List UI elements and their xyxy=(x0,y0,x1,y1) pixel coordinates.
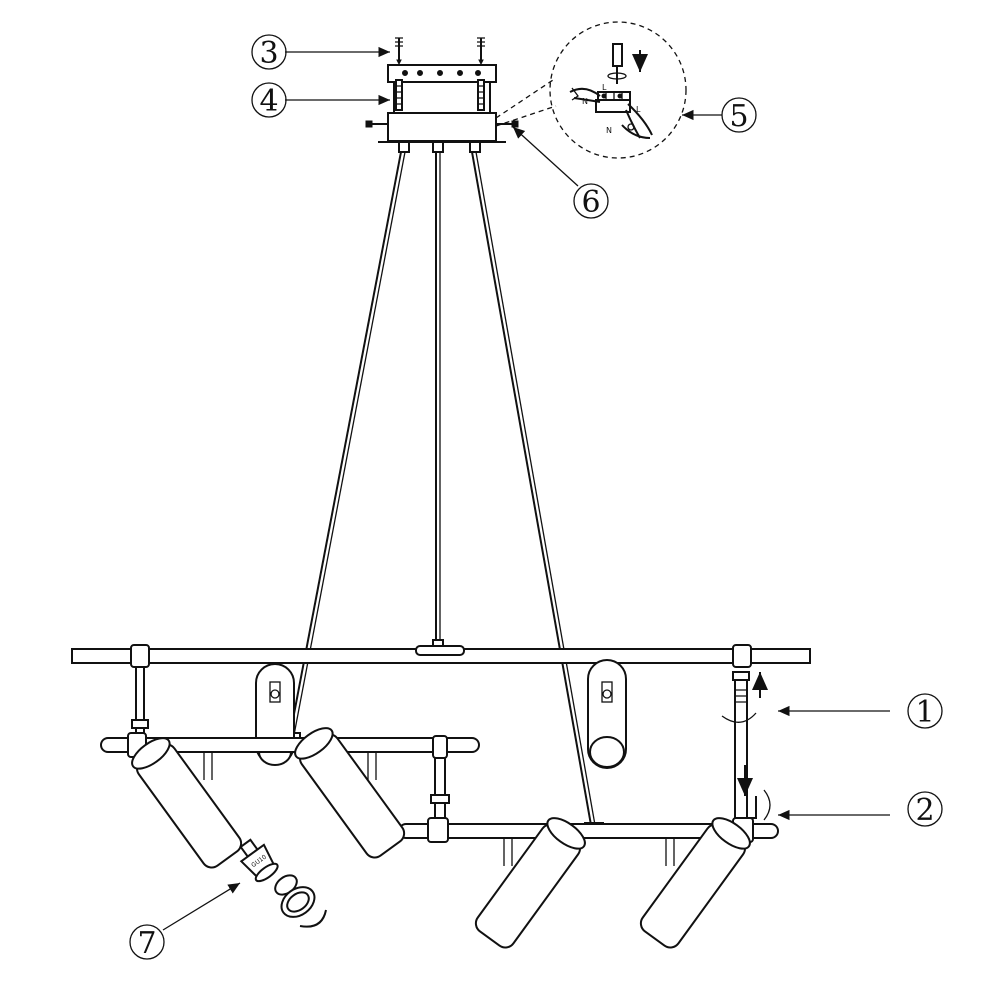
rotate-icon xyxy=(721,712,757,723)
callout-label: 7 xyxy=(137,926,156,961)
rotate-icon xyxy=(607,72,627,80)
terminal-label: N xyxy=(606,126,612,135)
wall-plug-icon xyxy=(395,79,485,111)
callout-label: 3 xyxy=(259,36,278,71)
callout-label: 2 xyxy=(915,793,934,828)
callout-label: 5 xyxy=(729,99,748,134)
spotlight-icon xyxy=(294,727,406,859)
callout-3: 3 xyxy=(251,34,390,71)
rotate-icon xyxy=(763,789,771,821)
callout-6: 6 xyxy=(512,126,609,220)
spotlight-icon xyxy=(131,737,243,869)
screwdriver-icon xyxy=(612,43,623,67)
spotlight-icon xyxy=(474,817,586,949)
callout-7: 7 xyxy=(129,882,241,961)
screw-icon xyxy=(395,37,403,66)
callout-1: 1 xyxy=(778,693,943,730)
callout-label: 4 xyxy=(259,84,278,119)
screw-icon xyxy=(477,37,485,66)
terminal-label: L xyxy=(636,105,641,114)
callout-2: 2 xyxy=(778,791,943,828)
spotlight-icon xyxy=(639,817,751,949)
bottom-rail xyxy=(398,817,779,866)
terminal-block-icon xyxy=(595,91,631,113)
ceiling-canopy xyxy=(365,64,519,153)
terminal-label: N xyxy=(582,97,588,106)
wiring-detail: N L L N xyxy=(495,21,687,159)
callout-4: 4 xyxy=(251,82,390,119)
suspension-cables xyxy=(281,151,604,832)
callout-label: 6 xyxy=(581,185,600,220)
top-rail xyxy=(71,644,811,823)
bulb-icon: GU10 xyxy=(239,838,279,883)
terminal-label: L xyxy=(602,83,607,92)
retaining-ring-icon xyxy=(274,874,327,928)
spotlight-icon xyxy=(587,659,627,769)
callout-5: 5 xyxy=(682,97,757,134)
callout-label: 1 xyxy=(915,695,934,730)
